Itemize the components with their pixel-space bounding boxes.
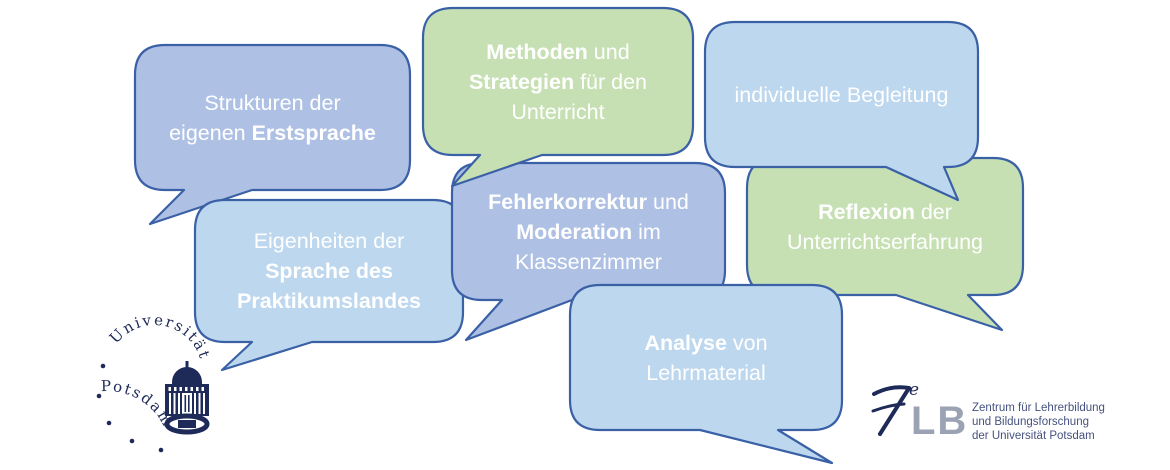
speech-bubble-analyse [568,283,844,465]
zelb-tagline: Zentrum für Lehrerbildung und Bildungsfo… [972,402,1105,442]
svg-text:und Bildungsforschung: und Bildungsforschung [972,416,1089,428]
speech-bubble-individuelle [703,20,980,202]
zelb-lb-glyph: LB [911,399,968,443]
zelb-z-glyph [871,385,911,436]
svg-text:der Universität Potsdam: der Universität Potsdam [972,430,1095,442]
speech-bubble-strukturen [133,43,412,226]
university-building-icon [164,361,210,435]
speech-bubble-methoden [421,6,695,188]
zelb-logo: e LB Zentrum für Lehrerbildung und Bildu… [871,380,1105,443]
university-arc-text: Universität [106,311,214,362]
university-potsdam-logo: Universität Potsdam [96,311,214,453]
svg-text:Zentrum für Lehrerbildung: Zentrum für Lehrerbildung [972,402,1105,414]
zelb-e-glyph: e [909,380,919,400]
logo-dots [96,363,164,453]
